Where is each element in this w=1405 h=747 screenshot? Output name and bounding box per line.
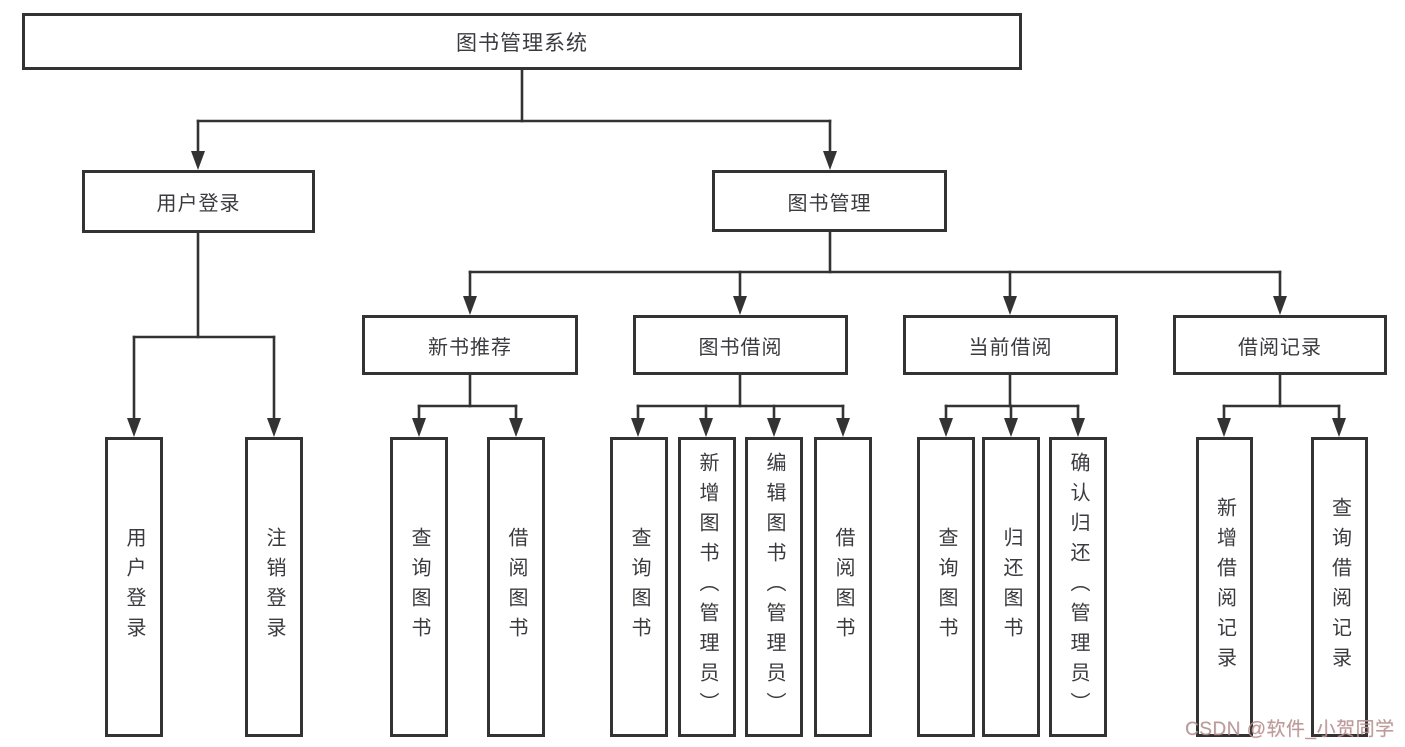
arrow-down-icon <box>127 418 141 437</box>
connector-book-borrow <box>631 373 850 437</box>
arrow-down-icon <box>1071 418 1085 437</box>
arrow-down-icon <box>1332 418 1346 437</box>
arrow-down-icon <box>463 296 477 315</box>
arrow-down-icon <box>699 418 713 437</box>
arrow-down-icon <box>1217 418 1231 437</box>
leaf-edit-book-admin: 编辑图书（管理员） <box>745 437 803 737</box>
leaf-query-books-borrow: 查询图书 <box>610 437 668 737</box>
arrow-down-icon <box>191 151 205 170</box>
leaf-query-borrow-record: 查询借阅记录 <box>1311 437 1368 737</box>
node-library-management-system: 图书管理系统 <box>22 13 1022 70</box>
connector-borrow-records <box>1217 373 1346 437</box>
node-new-book-recommend: 新书推荐 <box>362 315 578 375</box>
connector-user-login <box>127 231 281 437</box>
leaf-user-login: 用户登录 <box>105 437 163 737</box>
arrow-down-icon <box>733 296 747 315</box>
leaf-return-books: 归还图书 <box>982 437 1040 737</box>
leaf-add-book-admin: 新增图书（管理员） <box>678 437 736 737</box>
node-user-login: 用户登录 <box>82 170 315 233</box>
arrow-down-icon <box>267 418 281 437</box>
node-borrow-records: 借阅记录 <box>1173 315 1387 375</box>
arrow-down-icon <box>1004 418 1018 437</box>
arrow-down-icon <box>836 418 850 437</box>
node-current-borrow: 当前借阅 <box>903 315 1118 375</box>
leaf-logout: 注销登录 <box>245 437 303 737</box>
arrow-down-icon <box>509 418 523 437</box>
arrow-down-icon <box>1273 296 1287 315</box>
leaf-borrow-books-recommend: 借阅图书 <box>487 437 545 737</box>
leaf-query-books-current: 查询图书 <box>917 437 975 737</box>
leaf-borrow-books-borrow: 借阅图书 <box>814 437 872 737</box>
arrow-down-icon <box>1003 296 1017 315</box>
connector-book-management <box>463 230 1287 315</box>
connector-root <box>191 68 837 170</box>
arrow-down-icon <box>631 418 645 437</box>
arrow-down-icon <box>412 418 426 437</box>
arrow-down-icon <box>767 418 781 437</box>
leaf-confirm-return-admin: 确认归还（管理员） <box>1049 437 1107 737</box>
leaf-add-borrow-record: 新增借阅记录 <box>1196 437 1253 737</box>
leaf-query-books-recommend: 查询图书 <box>390 437 448 737</box>
connector-new-book-recommend <box>412 373 523 437</box>
node-book-management: 图书管理 <box>712 170 947 232</box>
csdn-watermark: CSDN @软件_小贺同学 <box>1185 719 1395 740</box>
arrow-down-icon <box>823 151 837 170</box>
arrow-down-icon <box>939 418 953 437</box>
connector-current-borrow <box>939 373 1085 437</box>
node-book-borrow: 图书借阅 <box>633 315 848 375</box>
